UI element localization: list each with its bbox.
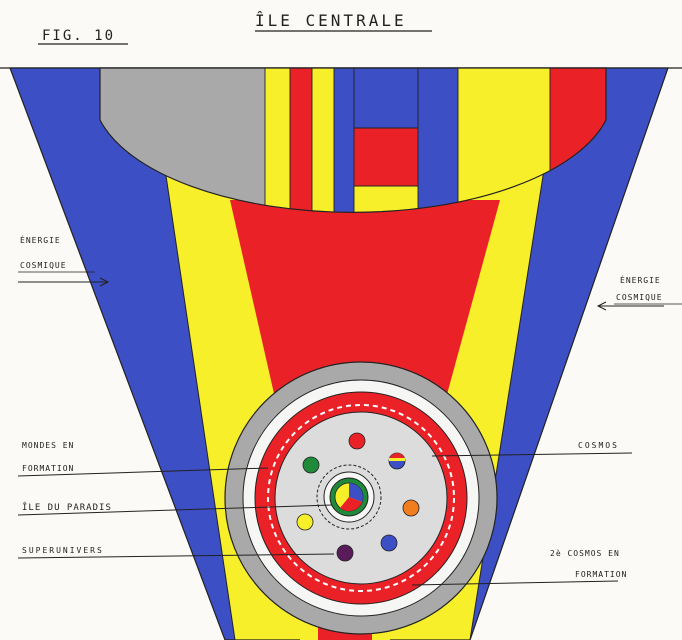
world-green: [303, 457, 319, 473]
label-energie-right-2: COSMIQUE: [616, 293, 663, 302]
world-purple: [337, 545, 353, 561]
world-blue: [381, 535, 397, 551]
central-disc: [225, 362, 497, 634]
label-cosmos-formation-2: FORMATION: [575, 570, 627, 579]
label-energie-right-1: ÉNERGIE: [620, 274, 661, 285]
world-red: [349, 433, 365, 449]
figure-label: FIG. 10: [42, 28, 115, 44]
world-orange: [403, 500, 419, 516]
label-mondes-1: MONDES EN: [22, 441, 74, 450]
world-yellow: [297, 514, 313, 530]
label-energie-left-1: ÉNERGIE: [20, 234, 61, 245]
label-ile-paradis: ÎLE DU PARADIS: [22, 501, 112, 513]
energie-right-arrow: [598, 302, 664, 310]
label-cosmos: COSMOS: [578, 441, 619, 450]
label-cosmos-formation-1: 2è COSMOS EN: [550, 548, 620, 558]
label-mondes-2: FORMATION: [22, 464, 74, 473]
label-energie-left-2: COSMIQUE: [20, 261, 67, 270]
diagram-title: ÎLE CENTRALE: [255, 11, 407, 30]
label-superunivers: SUPERUNIVERS: [22, 546, 104, 555]
